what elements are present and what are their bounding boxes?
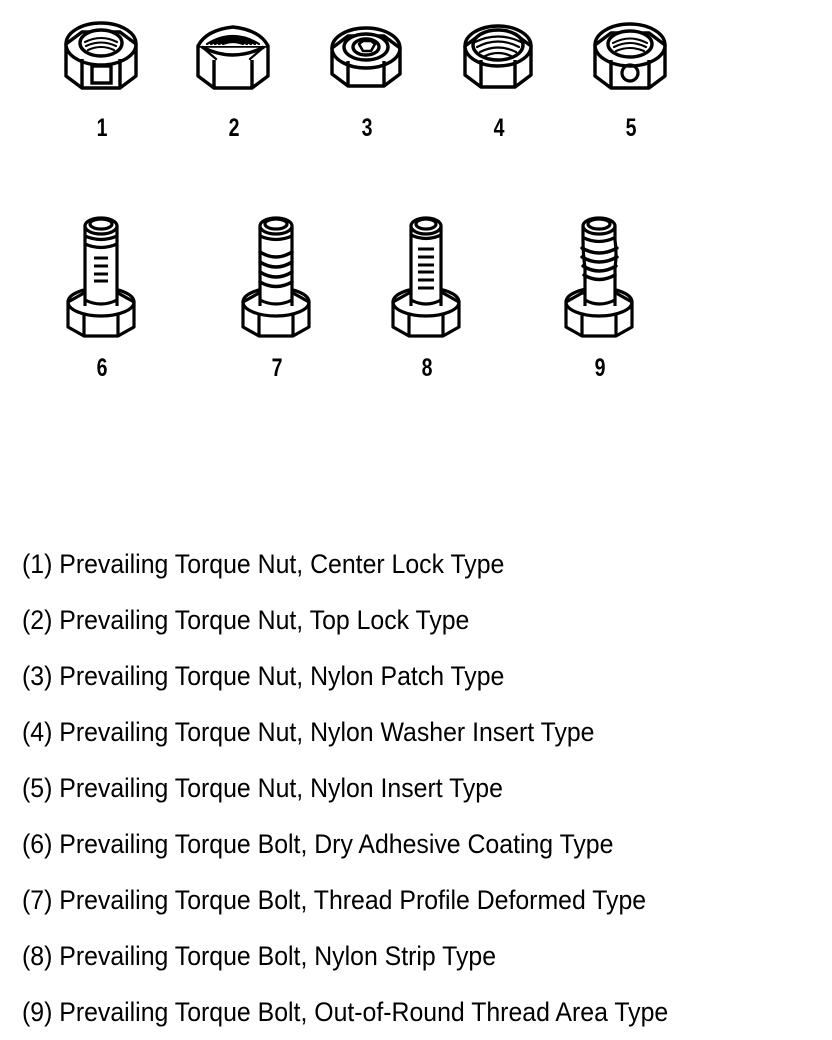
hex-nut-nylon-insert-icon bbox=[593, 22, 667, 90]
hex-nut-top-lock-icon bbox=[196, 25, 270, 90]
fastener-item-nut-3: 3 bbox=[292, 14, 442, 142]
caption-list: (1) Prevailing Torque Nut, Center Lock T… bbox=[22, 536, 822, 1040]
caption-line-5: (5) Prevailing Torque Nut, Nylon Insert … bbox=[22, 773, 503, 803]
fastener-item-bolt-6: 6 bbox=[27, 210, 177, 382]
hex-bolt-thread-deformed-icon bbox=[241, 216, 311, 338]
fastener-number-5: 5 bbox=[625, 114, 637, 142]
fastener-item-bolt-7: 7 bbox=[202, 210, 352, 382]
hex-bolt-dry-adhesive-icon bbox=[66, 216, 136, 338]
fastener-number-2: 2 bbox=[228, 114, 240, 142]
fastener-number-6: 6 bbox=[96, 354, 108, 382]
fastener-item-nut-1: 1 bbox=[27, 14, 177, 142]
fastener-item-nut-5: 5 bbox=[556, 14, 706, 142]
hex-nut-center-lock-icon bbox=[64, 21, 138, 90]
hex-nut-nylon-washer-insert-icon bbox=[463, 24, 533, 89]
fastener-number-3: 3 bbox=[361, 114, 373, 142]
fastener-item-bolt-8: 8 bbox=[352, 210, 502, 382]
hex-bolt-out-of-round-icon bbox=[564, 216, 634, 338]
fastener-number-7: 7 bbox=[271, 354, 283, 382]
hex-bolt-nylon-strip-icon bbox=[391, 216, 461, 338]
fastener-number-1: 1 bbox=[96, 114, 108, 142]
fastener-item-nut-2: 2 bbox=[159, 14, 309, 142]
fastener-item-nut-4: 4 bbox=[424, 14, 574, 142]
fastener-number-9: 9 bbox=[594, 354, 606, 382]
hex-nut-nylon-patch-icon bbox=[330, 26, 402, 88]
caption-line-7: (7) Prevailing Torque Bolt, Thread Profi… bbox=[22, 885, 647, 915]
fastener-item-bolt-9: 9 bbox=[525, 210, 675, 382]
fastener-number-4: 4 bbox=[493, 114, 505, 142]
caption-line-2: (2) Prevailing Torque Nut, Top Lock Type bbox=[22, 605, 470, 635]
caption-line-8: (8) Prevailing Torque Bolt, Nylon Strip … bbox=[22, 941, 497, 971]
caption-line-3: (3) Prevailing Torque Nut, Nylon Patch T… bbox=[22, 661, 505, 691]
caption-line-6: (6) Prevailing Torque Bolt, Dry Adhesive… bbox=[22, 829, 614, 859]
caption-line-9: (9) Prevailing Torque Bolt, Out-of-Round… bbox=[22, 997, 669, 1027]
fastener-number-8: 8 bbox=[421, 354, 433, 382]
caption-line-1: (1) Prevailing Torque Nut, Center Lock T… bbox=[22, 549, 505, 579]
caption-line-4: (4) Prevailing Torque Nut, Nylon Washer … bbox=[22, 717, 595, 747]
fastener-figure: 1 2 bbox=[27, 14, 706, 382]
